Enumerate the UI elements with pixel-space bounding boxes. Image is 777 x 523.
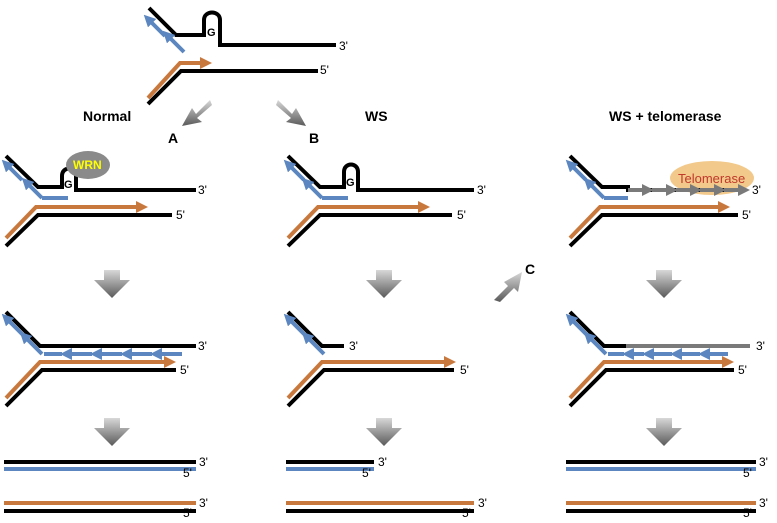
end-label-5prime: 5' — [743, 466, 752, 480]
telomerase-step1: Telomerase 3' 5' — [565, 154, 761, 248]
end-label-5prime: 5' — [180, 363, 189, 377]
normal-step2: 3' 5' — [1, 310, 207, 408]
telomerase-products: 3' 5' 3' 5' — [566, 455, 768, 520]
normal-products: 3' 5' 3' 5' — [4, 455, 208, 520]
end-label-5prime: 5' — [176, 208, 185, 222]
end-label-3prime: 3' — [198, 339, 207, 353]
telomerase-step2: 3' 5' — [565, 310, 765, 408]
down-arrow — [646, 270, 682, 298]
end-label-3prime: 3' — [752, 183, 761, 197]
end-label-5prime: 5' — [743, 506, 752, 520]
template-strand-bottom — [146, 69, 318, 106]
end-label-3prime: 3' — [477, 183, 486, 197]
end-label-5prime: 5' — [362, 466, 371, 480]
down-arrow — [366, 418, 402, 446]
end-label-3prime: 3' — [478, 496, 487, 510]
end-label-3prime: 3' — [378, 455, 387, 469]
end-label-5prime: 5' — [183, 506, 192, 520]
end-label-3prime: 3' — [756, 339, 765, 353]
end-label-5prime: 5' — [742, 208, 751, 222]
initial-fork: G 3' 5' — [143, 6, 348, 106]
g-quadruplex-label: G — [207, 27, 216, 39]
down-arrow — [646, 418, 682, 446]
ws-step1: G 3' 5' — [283, 154, 486, 248]
pathway-label-b: B — [309, 130, 319, 146]
end-label-5prime: 5' — [460, 363, 469, 377]
end-label-5prime: 5' — [738, 363, 747, 377]
ws-step2: 3' 5' — [283, 310, 469, 408]
pathway-label-a: A — [168, 130, 178, 146]
end-label-3prime: 3' — [759, 496, 768, 510]
wrn-label: WRN — [73, 158, 102, 172]
pathway-arrow-b — [276, 100, 306, 126]
end-label-5prime: 5' — [462, 506, 471, 520]
end-label-5prime: 5' — [457, 208, 466, 222]
pathway-arrow-c — [494, 272, 522, 302]
lagging-fragment — [143, 14, 167, 38]
column-header-ws: WS — [365, 108, 388, 124]
column-header-ws-telomerase: WS + telomerase — [609, 108, 722, 124]
column-header-normal: Normal — [83, 108, 131, 124]
down-arrow — [94, 270, 130, 298]
g-quadruplex-label: G — [346, 177, 355, 189]
end-label-5prime: 5' — [320, 63, 329, 77]
down-arrow — [366, 270, 402, 298]
wrn-helicase — [66, 151, 110, 179]
leading-strand — [146, 57, 212, 100]
pathway-label-c: C — [525, 261, 535, 277]
telomerase-label: Telomerase — [678, 171, 745, 186]
normal-step1: G WRN 3' 5' — [1, 151, 207, 248]
down-arrow — [94, 418, 130, 446]
end-label-3prime: 3' — [349, 339, 358, 353]
end-label-3prime: 3' — [759, 455, 768, 469]
template-strand-top — [147, 6, 336, 47]
pathway-arrow-a — [182, 100, 212, 126]
end-label-3prime: 3' — [198, 183, 207, 197]
g-quadruplex-label: G — [64, 179, 73, 191]
lagging-fragment — [162, 30, 186, 54]
end-label-3prime: 3' — [339, 39, 348, 53]
end-label-5prime: 5' — [183, 466, 192, 480]
ws-products: 3' 5' 3' 5' — [286, 455, 487, 520]
end-label-3prime: 3' — [199, 455, 208, 469]
end-label-3prime: 3' — [199, 496, 208, 510]
